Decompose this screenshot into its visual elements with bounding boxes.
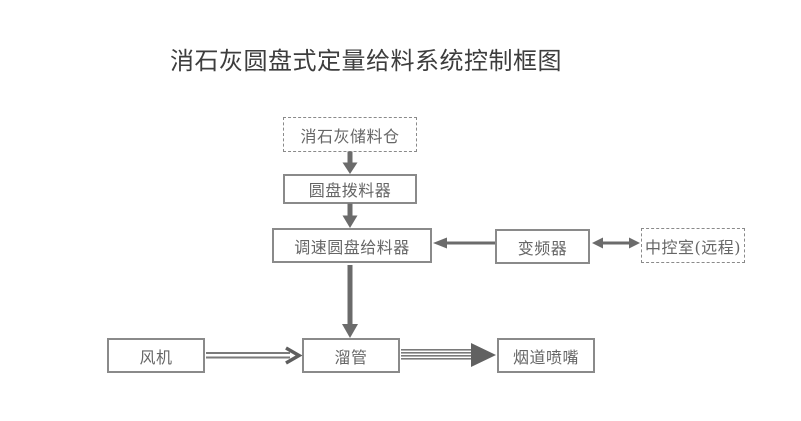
node-label: 溜管 bbox=[334, 347, 368, 367]
arrow-fan-to-chute-icon bbox=[206, 346, 303, 365]
node-frequency-inverter: 变频器 bbox=[495, 229, 590, 264]
node-label: 风机 bbox=[139, 347, 173, 367]
arrow-silo-to-picker-icon bbox=[342, 151, 358, 174]
node-chute-pipe: 溜管 bbox=[302, 338, 400, 373]
node-flue-nozzle: 烟道喷嘴 bbox=[497, 338, 595, 373]
node-label: 烟道喷嘴 bbox=[512, 347, 579, 367]
node-speed-disc-feeder: 调速圆盘给料器 bbox=[272, 228, 432, 263]
node-fan: 风机 bbox=[107, 338, 205, 373]
arrow-picker-to-feeder-icon bbox=[342, 203, 358, 228]
node-disc-picker: 圆盘拨料器 bbox=[283, 174, 417, 204]
node-label: 调速圆盘给料器 bbox=[294, 237, 410, 257]
arrow-inverter-control-bidirectional-icon bbox=[592, 237, 640, 249]
diagram-title: 消石灰圆盘式定量给料系统控制框图 bbox=[170, 47, 562, 75]
arrow-inverter-to-feeder-icon bbox=[433, 237, 495, 249]
node-label: 变频器 bbox=[517, 238, 568, 258]
node-label: 圆盘拨料器 bbox=[308, 181, 392, 200]
node-label: 消石灰储料仓 bbox=[300, 126, 400, 146]
node-label: 中控室(远程) bbox=[645, 237, 741, 257]
arrow-chute-to-nozzle-icon bbox=[401, 343, 496, 367]
node-lime-storage-silo: 消石灰储料仓 bbox=[283, 117, 417, 152]
arrow-feeder-to-chute-icon bbox=[342, 265, 358, 338]
node-central-control-room: 中控室(远程) bbox=[641, 228, 745, 263]
